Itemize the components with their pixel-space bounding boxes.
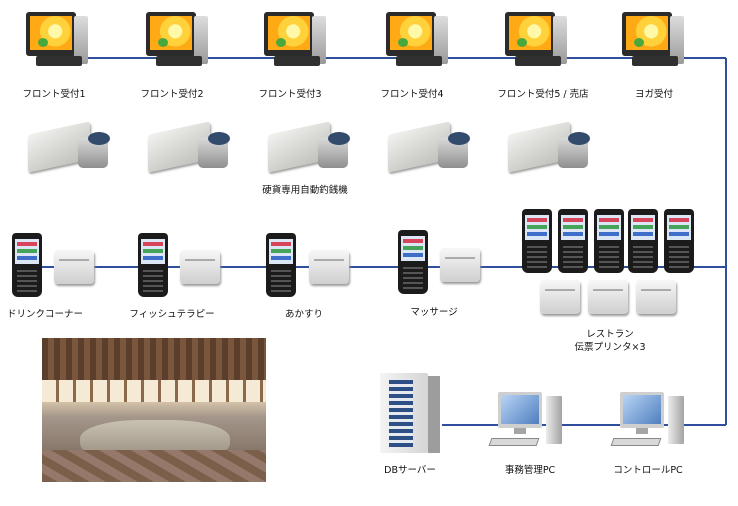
handheld-terminal-restaurant-2 bbox=[558, 209, 588, 273]
label-control-pc: コントロールPC bbox=[613, 465, 683, 476]
handheld-terminal-restaurant-5 bbox=[664, 209, 694, 273]
label-massage: マッサージ bbox=[410, 307, 458, 318]
facility-photo bbox=[42, 338, 266, 482]
label-drink: ドリンクコーナー bbox=[6, 309, 83, 320]
label-fish: フィッシュテラピー bbox=[129, 309, 215, 320]
label-office-admin-pc: 事務管理PC bbox=[504, 465, 556, 476]
handheld-terminal-massage bbox=[398, 230, 428, 294]
handheld-terminal-restaurant-1 bbox=[522, 209, 552, 273]
label-db-server: DBサーバー bbox=[384, 465, 436, 476]
handheld-terminal-fish bbox=[138, 233, 168, 297]
handheld-terminal-restaurant-3 bbox=[594, 209, 624, 273]
label-front2: フロント受付2 bbox=[140, 89, 204, 100]
label-coin-changer: 硬貨専用自動釣銭機 bbox=[262, 185, 348, 196]
label-akasuri: あかすり bbox=[284, 309, 323, 320]
handheld-terminal-drink bbox=[12, 233, 42, 297]
label-restaurant-printers: 伝票プリンタ×3 bbox=[574, 342, 646, 353]
handheld-terminal-restaurant-4 bbox=[628, 209, 658, 273]
label-yoga: ヨガ受付 bbox=[634, 89, 673, 100]
label-front5: フロント受付5 / 売店 bbox=[497, 89, 589, 100]
label-front1: フロント受付1 bbox=[22, 89, 86, 100]
label-restaurant: レストラン bbox=[586, 329, 634, 340]
label-front3: フロント受付3 bbox=[258, 89, 322, 100]
label-front4: フロント受付4 bbox=[380, 89, 444, 100]
handheld-terminal-akasuri bbox=[266, 233, 296, 297]
